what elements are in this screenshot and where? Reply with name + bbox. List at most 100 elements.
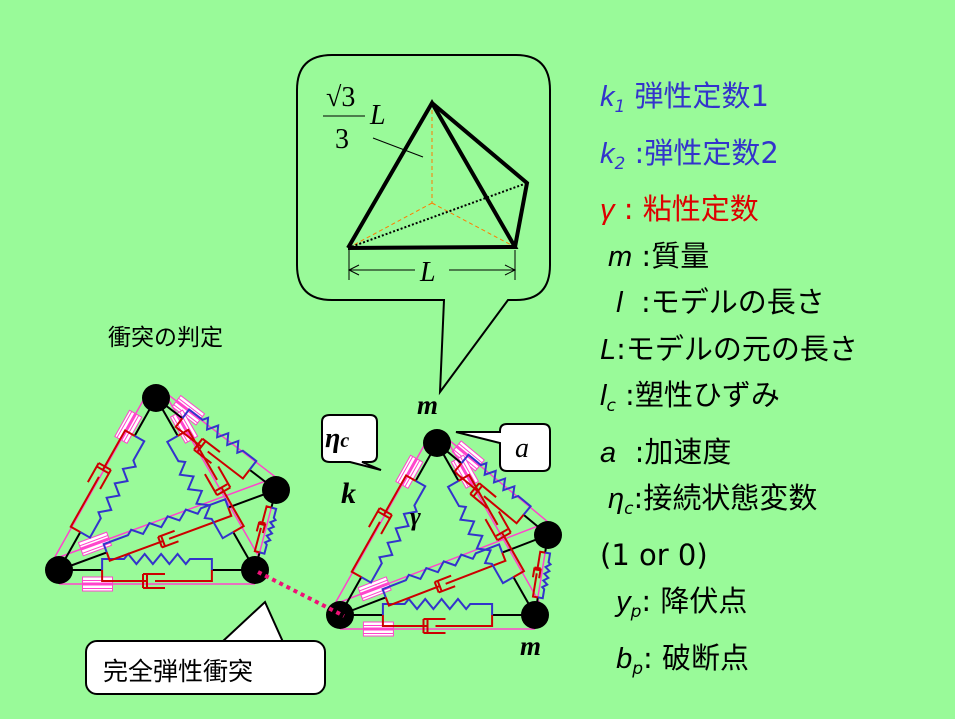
legend-item: m :質量 bbox=[600, 234, 858, 281]
damper-icon bbox=[384, 552, 507, 607]
yield-break-element bbox=[59, 576, 255, 592]
break-pad-icon bbox=[169, 413, 192, 444]
legend-item: l :モデルの長さ bbox=[600, 280, 858, 327]
spring-icon bbox=[181, 408, 258, 471]
legend-separator: : bbox=[616, 434, 645, 469]
break-pad-icon bbox=[114, 409, 136, 441]
yield-pad-icon bbox=[121, 413, 143, 444]
collision-callout-text: 完全弾性衝突 bbox=[103, 657, 254, 686]
spring-icon bbox=[102, 498, 230, 553]
legend-item: a :加速度 bbox=[600, 430, 858, 477]
mass-node bbox=[326, 601, 354, 629]
legend-item: k1 弾性定数1 bbox=[600, 74, 858, 131]
legend-subscript: c bbox=[624, 499, 634, 519]
legend-description: 弾性定数1 bbox=[634, 79, 769, 113]
legend-description: 質量 bbox=[651, 238, 710, 273]
legend-separator: : bbox=[633, 481, 644, 515]
damper-icon bbox=[458, 473, 526, 579]
legend-symbol: γ bbox=[600, 194, 615, 226]
collision-callout-tail bbox=[221, 600, 284, 643]
yield-break-element bbox=[335, 523, 544, 605]
legend-separator: : bbox=[643, 640, 663, 675]
legend-separator: : bbox=[625, 135, 645, 170]
legend-symbol: y bbox=[600, 586, 631, 618]
height-label-num: √3 bbox=[326, 82, 355, 113]
damper-icon bbox=[253, 505, 272, 554]
mass-label-top: m bbox=[417, 390, 438, 420]
spring-icon bbox=[101, 552, 213, 570]
yield-break-element bbox=[54, 478, 273, 560]
legend-item: ηc:接続状態変数 bbox=[600, 476, 858, 533]
spring-icon bbox=[381, 597, 494, 615]
legend-subscript: c bbox=[606, 396, 616, 416]
legend-symbol: η bbox=[600, 483, 625, 515]
mass-node bbox=[262, 476, 290, 504]
legend-symbol: k bbox=[600, 81, 615, 113]
pad-line bbox=[330, 437, 429, 611]
legend-description: 粘性定数 bbox=[642, 192, 759, 226]
legend-separator: : bbox=[632, 238, 652, 273]
spring-k-label: k bbox=[341, 477, 356, 510]
legend-subscript: 1 bbox=[614, 97, 626, 117]
spring-icon bbox=[537, 551, 553, 600]
legend-subscript: p bbox=[630, 602, 642, 622]
mass-node bbox=[241, 556, 269, 584]
legend-description: 弾性定数2 bbox=[644, 135, 779, 170]
legend-description: モデルの長さ bbox=[650, 285, 825, 319]
pad-line bbox=[445, 437, 545, 611]
collision-callout: 完全弾性衝突 bbox=[85, 640, 326, 695]
mass-node bbox=[521, 601, 549, 629]
spring-damper-element bbox=[155, 397, 256, 571]
mass-node bbox=[423, 429, 451, 457]
legend-symbol: l bbox=[600, 380, 607, 412]
damper-icon bbox=[381, 615, 494, 634]
mass-label-bottom: m bbox=[520, 631, 541, 661]
legend-subscript: 2 bbox=[614, 153, 626, 174]
legend-description: モデルの元の長さ bbox=[625, 331, 858, 366]
yield-pad-icon bbox=[77, 531, 110, 549]
legend-item: lc :塑性ひずみ bbox=[600, 373, 858, 430]
height-label-den: 3 bbox=[335, 124, 349, 155]
mass-node bbox=[45, 556, 73, 584]
yield-pad-icon bbox=[402, 458, 424, 489]
eta-c-label: ηc bbox=[325, 423, 349, 454]
legend-description: (1 or 0) bbox=[600, 537, 708, 572]
legend-separator: : bbox=[641, 584, 661, 618]
tetrahedron: √3 3 L L bbox=[323, 82, 530, 288]
spring-icon bbox=[446, 479, 514, 585]
break-pad-icon bbox=[395, 454, 417, 486]
collision-title: 衝突の判定 bbox=[108, 325, 223, 351]
legend-description: 塑性ひずみ bbox=[634, 378, 780, 412]
legend-symbol: l bbox=[600, 287, 623, 319]
damper-icon bbox=[101, 570, 213, 589]
legend-symbol: k bbox=[600, 137, 615, 170]
tetra-speech-bubble bbox=[296, 54, 551, 396]
mass-node bbox=[534, 521, 562, 549]
spring-icon bbox=[381, 543, 504, 598]
height-label-var: L bbox=[369, 100, 386, 131]
legend-item: (1 or 0) bbox=[600, 533, 858, 580]
legend-separator: : bbox=[615, 378, 635, 412]
legend-subscript: p bbox=[632, 658, 644, 679]
damper-icon bbox=[105, 507, 233, 562]
legend-separator: : bbox=[614, 192, 643, 226]
legend-separator: : bbox=[616, 331, 626, 366]
spring-icon bbox=[165, 434, 234, 540]
legend-item: yp: 降伏点 bbox=[600, 579, 858, 636]
legend-symbol: L bbox=[600, 333, 617, 366]
spring-icon bbox=[79, 434, 146, 539]
legend-description: 破断点 bbox=[662, 640, 750, 675]
damper-icon bbox=[531, 550, 546, 599]
pad-line bbox=[164, 392, 265, 566]
spring-icon bbox=[360, 479, 427, 584]
spring-icon bbox=[259, 506, 278, 555]
accel-callout bbox=[455, 423, 551, 472]
legend-item: L:モデルの元の長さ bbox=[600, 327, 858, 374]
break-pad-icon bbox=[82, 584, 114, 592]
mass-node bbox=[142, 384, 170, 412]
legend-description: 接続状態変数 bbox=[643, 481, 818, 515]
break-pad-icon bbox=[362, 629, 394, 637]
legend-item: k2 :弾性定数2 bbox=[600, 131, 858, 188]
legend-item: bp: 破断点 bbox=[600, 636, 858, 693]
